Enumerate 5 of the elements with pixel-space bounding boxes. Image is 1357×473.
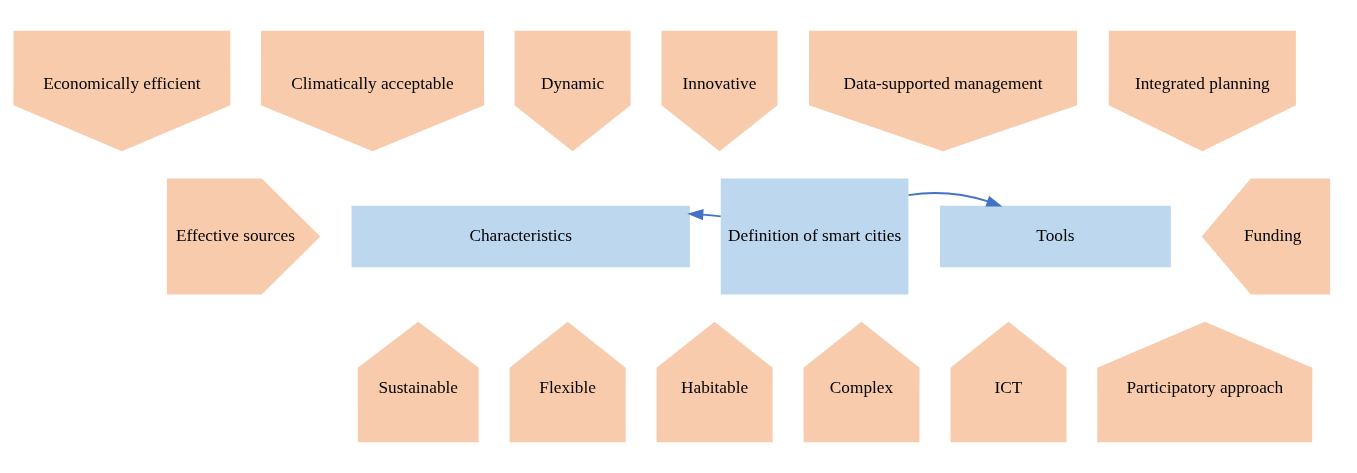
node-box: Characteristics <box>351 205 690 268</box>
arrow <box>687 209 722 221</box>
node-box: Tools <box>939 205 1171 268</box>
node-box: Definition of smart cities <box>720 178 909 295</box>
arrow <box>907 192 1003 207</box>
